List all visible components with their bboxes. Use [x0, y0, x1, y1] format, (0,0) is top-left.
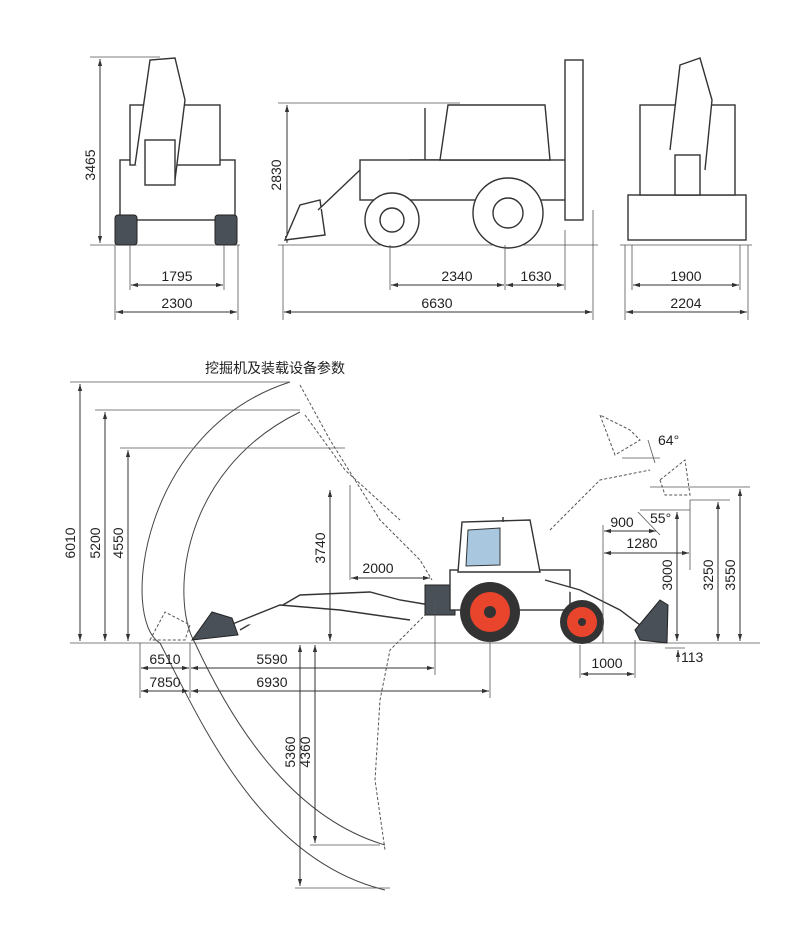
height-4550: 4550 [110, 527, 126, 558]
dig-depth-5360: 5360 [282, 736, 298, 767]
side-view-height: 2830 [268, 159, 284, 190]
rear-view-machine [627, 57, 747, 241]
tractor-body [424, 517, 604, 644]
loader-front-overhang: 1000 [591, 655, 622, 671]
side-view: 2830 2340 1630 6630 [268, 59, 598, 320]
diagram-title: 挖掘机及装载设备参数 [205, 360, 345, 377]
loader-dig-depth: 113 [681, 649, 704, 665]
reach-5590: 5590 [256, 651, 287, 667]
front-view: 3465 1795 2300 [82, 56, 240, 320]
rear-view-overall-width: 2204 [670, 295, 701, 311]
side-view-overall-length: 6630 [421, 295, 452, 311]
front-view-overall-width: 2300 [161, 295, 192, 311]
loader-dump-height: 3000 [659, 559, 675, 590]
loader-dump-reach-1280: 1280 [626, 535, 657, 551]
side-view-rear-overhang: 1630 [520, 268, 551, 284]
backhoe-dump-reach: 2000 [362, 560, 393, 576]
dig-depth-4360: 4360 [297, 736, 313, 767]
front-view-track-width: 1795 [161, 268, 192, 284]
loader-dump-reach-900: 900 [610, 514, 634, 530]
backhoe-dump-height: 3740 [312, 532, 328, 563]
reach-6930: 6930 [256, 674, 287, 690]
front-view-height: 3465 [82, 149, 98, 180]
rear-view-track-width: 1900 [670, 268, 701, 284]
rear-view: 1900 2204 [620, 57, 752, 320]
max-reach-height: 6010 [62, 527, 78, 558]
loader-height-3250: 3250 [700, 559, 716, 590]
side-view-wheelbase: 2340 [441, 268, 472, 284]
front-view-machine [114, 57, 238, 246]
side-view-machine [283, 59, 584, 249]
reach-7850: 7850 [149, 674, 180, 690]
dump-angle: 55° [650, 510, 671, 526]
working-range-diagram: 6010 5200 4550 3740 2000 6510 5590 7850 … [62, 381, 760, 891]
rollback-angle: 64° [658, 432, 679, 448]
reach-6510: 6510 [149, 651, 180, 667]
height-5200: 5200 [87, 527, 103, 558]
loader-pin-height: 3550 [722, 559, 738, 590]
